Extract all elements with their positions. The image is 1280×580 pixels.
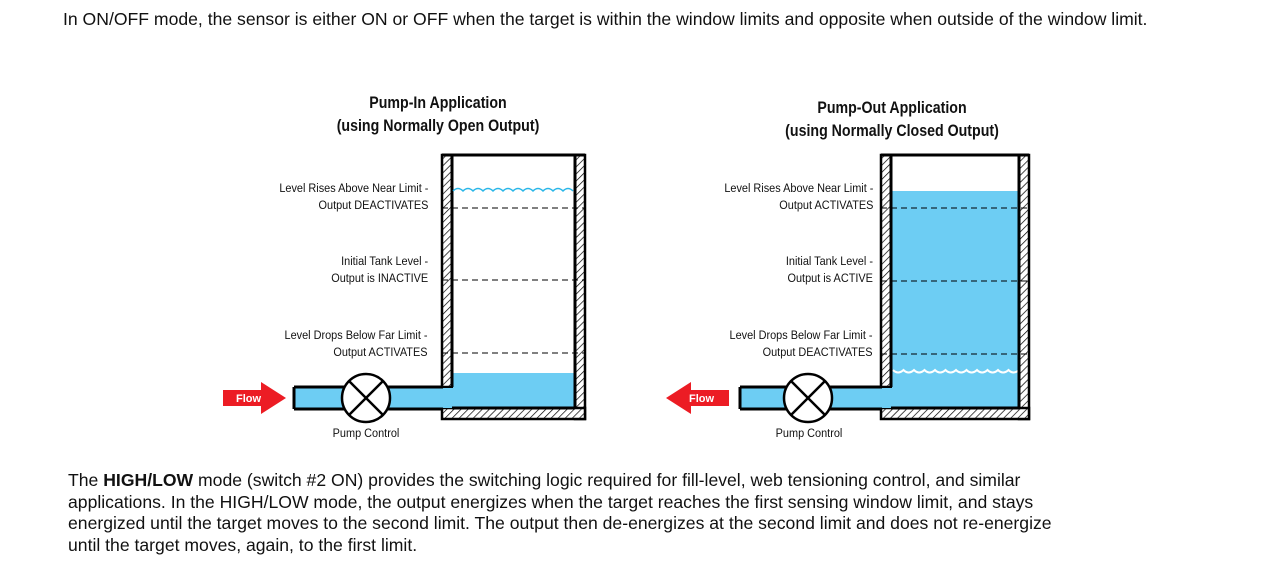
label-line-1: Level Drops Below Far Limit -: [729, 328, 873, 342]
pump-control-valve-icon: [340, 372, 392, 424]
flow-arrow-left-icon: Flow: [666, 382, 729, 414]
highlow-line-4: until the target moves, again, to the fi…: [68, 534, 418, 555]
initial-level-label: Initial Tank Level - Output is INACTIVE: [331, 253, 428, 287]
label-line-2: Output ACTIVATES: [778, 198, 873, 212]
near-limit-label: Level Rises Above Near Limit - Output DE…: [279, 180, 428, 214]
label-line-1: Initial Tank Level -: [785, 254, 873, 268]
highlow-line-3: energized until the target moves to the …: [68, 513, 1052, 533]
pump-in-title: Pump-In Application (using Normally Open…: [309, 92, 567, 138]
text-prefix: The: [68, 470, 104, 490]
pump-control-label: Pump Control: [332, 426, 400, 440]
rising-level-wave: [452, 187, 574, 193]
label-line-2: Output is ACTIVE: [787, 271, 873, 285]
label-line-1: Level Drops Below Far Limit -: [284, 328, 428, 342]
label-line-1: Initial Tank Level -: [340, 254, 428, 268]
pump-out-diagram: Flow: [666, 153, 1031, 424]
label-line-1: Level Rises Above Near Limit -: [723, 181, 873, 195]
intro-paragraph: In ON/OFF mode, the sensor is either ON …: [63, 9, 1148, 29]
text-rest: mode (switch #2 ON) provides the switchi…: [193, 470, 1021, 490]
highlow-paragraph: The HIGH/LOW mode (switch #2 ON) provide…: [68, 470, 1208, 556]
pump-out-title: Pump-Out Application (using Normally Clo…: [763, 97, 1021, 143]
water-surface-waves: [453, 368, 574, 373]
highlow-line-2: applications. In the HIGH/LOW mode, the …: [68, 491, 1034, 512]
title-line-2: (using Normally Closed Output): [785, 122, 999, 140]
title-line-1: Pump-Out Application: [817, 99, 967, 117]
label-line-2: Output is INACTIVE: [331, 271, 428, 285]
tank-bottom-wall: [440, 406, 587, 421]
water-surface-waves: [892, 186, 1018, 191]
pump-in-diagram: Flow: [223, 153, 587, 424]
label-line-2: Output DEACTIVATES: [318, 198, 428, 212]
label-line-2: Output ACTIVATES: [333, 345, 428, 359]
highlow-mode-emphasis: HIGH/LOW: [103, 470, 194, 490]
flow-arrow-right-icon: Flow: [223, 382, 286, 414]
tank-bottom-wall: [879, 406, 1031, 421]
title-line-2: (using Normally Open Output): [336, 117, 540, 135]
near-limit-label: Level Rises Above Near Limit - Output AC…: [724, 180, 873, 214]
tank-water: [892, 191, 1018, 408]
label-line-2: Output DEACTIVATES: [763, 345, 873, 359]
highlow-line-1: The HIGH/LOW mode (switch #2 ON) provide…: [68, 470, 1208, 492]
tank-water: [453, 373, 574, 408]
far-limit-label: Level Drops Below Far Limit - Output ACT…: [285, 327, 428, 361]
flow-label: Flow: [689, 393, 714, 405]
far-limit-label: Level Drops Below Far Limit - Output DEA…: [730, 327, 873, 361]
flow-label: Flow: [236, 393, 261, 405]
label-line-1: Level Rises Above Near Limit -: [278, 181, 428, 195]
title-line-1: Pump-In Application: [369, 94, 507, 112]
falling-level-wave: [892, 368, 1020, 374]
pump-control-label: Pump Control: [775, 426, 843, 440]
pump-control-valve-icon: [782, 372, 834, 424]
initial-level-label: Initial Tank Level - Output is ACTIVE: [786, 253, 873, 287]
